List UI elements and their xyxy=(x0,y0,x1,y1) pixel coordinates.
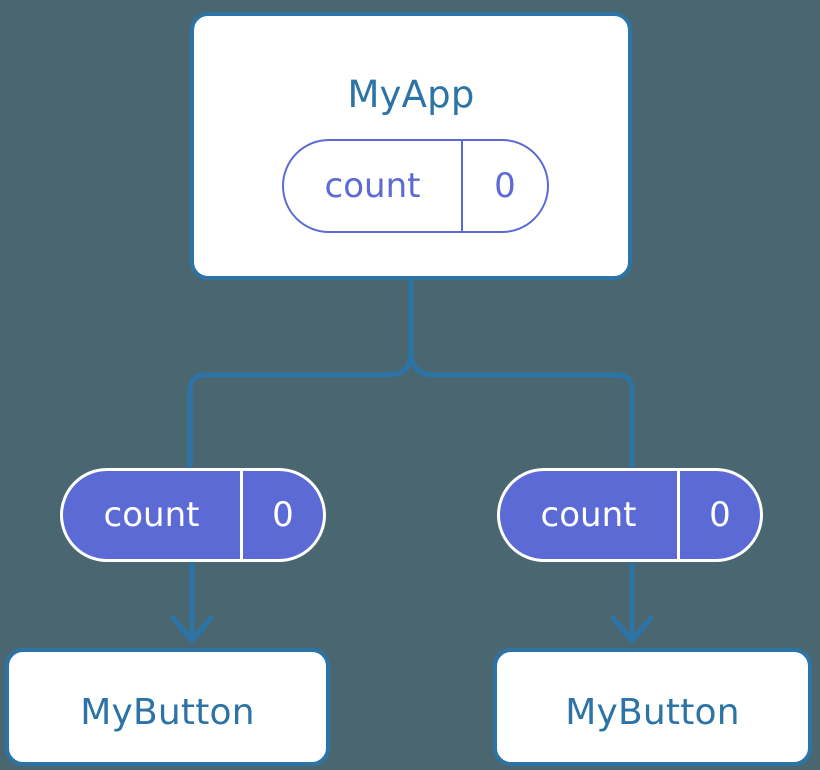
connector-branch-right xyxy=(408,351,635,468)
state-pill-value: 0 xyxy=(461,141,547,231)
prop-pill-key: count xyxy=(540,495,637,535)
component-node-mybutton-right[interactable]: MyButton xyxy=(493,648,812,766)
prop-pill-count-left[interactable]: count 0 xyxy=(60,468,326,562)
prop-pill-key: count xyxy=(103,495,200,535)
state-pill-count[interactable]: count 0 xyxy=(282,139,549,233)
component-node-mybutton-left[interactable]: MyButton xyxy=(5,648,330,766)
arrow-head-right-icon xyxy=(610,615,654,644)
prop-pill-value: 0 xyxy=(240,471,323,559)
prop-pill-count-right[interactable]: count 0 xyxy=(497,468,763,562)
component-title-myapp: MyApp xyxy=(347,73,475,116)
component-title-mybutton: MyButton xyxy=(565,692,740,733)
component-title-mybutton: MyButton xyxy=(80,692,255,733)
component-node-myapp[interactable]: MyApp count 0 xyxy=(190,12,632,280)
arrow-head-left-icon xyxy=(170,615,214,644)
connector-branch-left xyxy=(187,351,414,468)
prop-pill-value: 0 xyxy=(677,471,760,559)
state-pill-key: count xyxy=(324,166,421,206)
